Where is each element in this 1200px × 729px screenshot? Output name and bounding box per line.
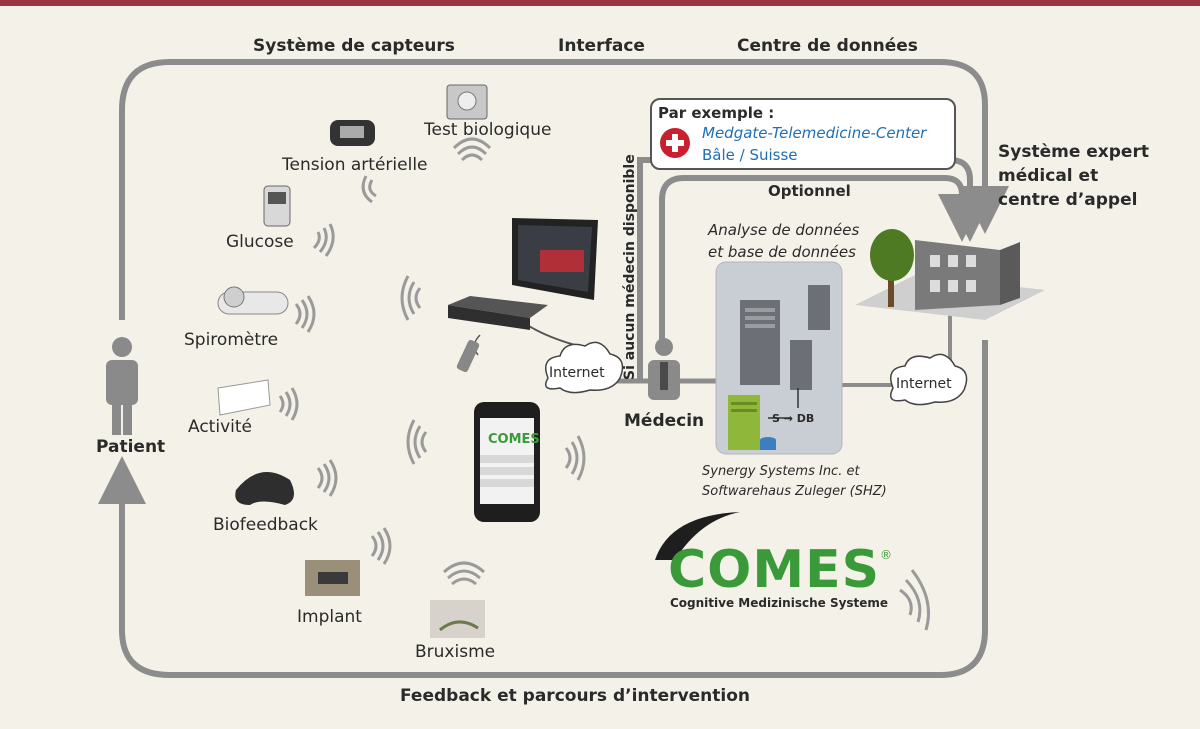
callout-link-line2[interactable]: Bâle / Suisse — [702, 146, 798, 164]
sensor-label-biofeedback: Biofeedback — [213, 515, 318, 535]
comes-logo: COMES — [668, 540, 881, 600]
s-db-label: S → DB — [772, 412, 815, 425]
sensor-label-glucose: Glucose — [226, 232, 294, 252]
sensors-header: Système de capteurs — [253, 36, 455, 56]
expert-system-line1: Système expert — [998, 142, 1149, 162]
physician-label: Médecin — [624, 411, 705, 431]
interface-header: Interface — [558, 36, 645, 56]
analysis-title-line2: et base de données — [708, 243, 856, 261]
expert-system-line2: médical et — [998, 166, 1099, 186]
server-icon — [728, 285, 830, 450]
feedback-return-line — [98, 340, 988, 678]
sensor-label-spirometer: Spiromètre — [184, 330, 279, 350]
comes-registered-mark: ® — [880, 548, 892, 562]
callout-link-line1[interactable]: Medgate-Telemedicine-Center — [702, 124, 927, 142]
sensor-label-test: Test biologique — [424, 120, 552, 140]
headband-icon — [235, 472, 294, 505]
internet-label-1: Internet — [549, 365, 605, 381]
sensor-label-implant: Implant — [297, 607, 362, 627]
sensor-label-activity: Activité — [188, 417, 252, 437]
internet-cloud-icon — [545, 341, 624, 394]
comes-tagline: Cognitive Medizinische Systeme — [670, 596, 889, 610]
patient-figure-icon — [106, 337, 138, 435]
activity-tracker-icon — [217, 379, 271, 416]
analysis-title-line1: Analyse de données — [708, 221, 860, 239]
phone-app-logo: COMES — [488, 432, 540, 447]
building-icon — [855, 229, 1045, 320]
no-doctor-label: Si aucun médecin disponible — [622, 154, 638, 380]
optional-label: Optionnel — [768, 182, 851, 200]
analysis-caption-line1: Synergy Systems Inc. et — [702, 464, 860, 479]
comes-swoosh — [655, 512, 740, 560]
feedback-loop-line — [119, 59, 1009, 320]
internet-cloud-icon-2 — [890, 353, 968, 406]
sensor-label-bruxism: Bruxisme — [415, 642, 496, 662]
sensor-label-blood-pressure: Tension artérielle — [282, 155, 428, 175]
expert-system-line3: centre d’appel — [998, 190, 1138, 210]
spirometer-icon — [217, 286, 289, 315]
internet-label-2: Internet — [896, 376, 952, 392]
feedback-footer: Feedback et parcours d’intervention — [400, 686, 751, 706]
set-top-box-icon — [448, 296, 548, 330]
top-accent-bar — [0, 0, 1200, 6]
callout-title: Par exemple : — [658, 104, 775, 122]
remote-control-icon — [456, 339, 480, 373]
analysis-caption-line2: Softwarehaus Zuleger (SHZ) — [702, 484, 887, 499]
smartphone-icon — [474, 402, 540, 522]
optional-path-line — [659, 175, 986, 340]
patient-label: Patient — [96, 437, 166, 457]
data-center-header: Centre de données — [737, 36, 918, 56]
medical-cross-icon — [660, 128, 690, 158]
signal-waves-icon — [278, 137, 930, 631]
doctor-figure-icon — [648, 338, 680, 400]
example-callout: Par exemple : Medgate-Telemedicine-Cente… — [650, 98, 956, 170]
bruxism-splint-icon — [430, 600, 485, 638]
monitor-icon — [512, 218, 598, 300]
